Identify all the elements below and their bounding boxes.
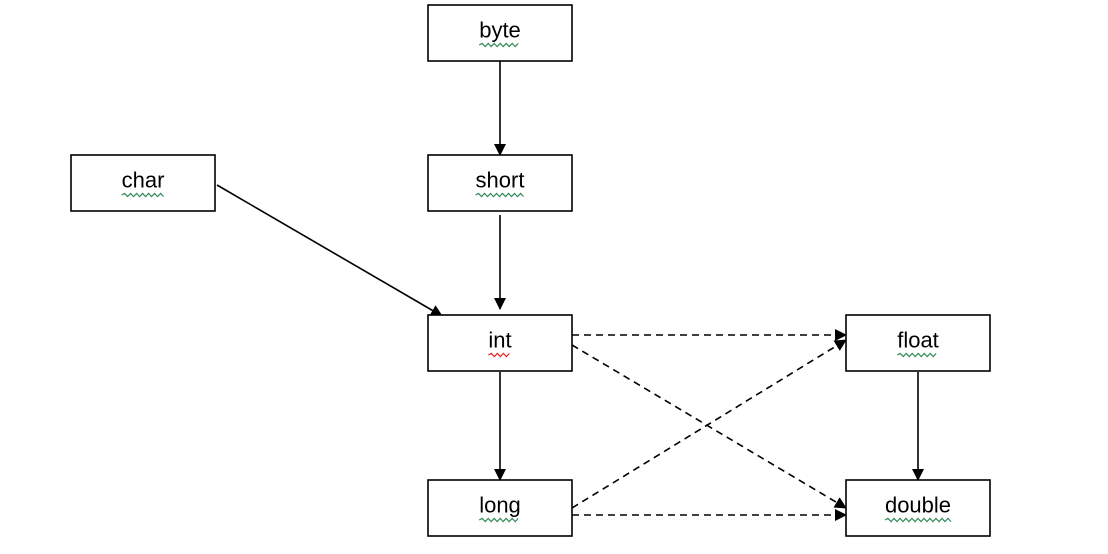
node-int: int	[427, 314, 573, 372]
edge-int-to-double	[571, 344, 847, 509]
node-short-label: short	[476, 168, 525, 193]
edge-long-to-float	[571, 339, 847, 509]
node-byte-label: byte	[479, 18, 521, 43]
node-float-spellcheck-underline	[896, 352, 937, 358]
edge-char-to-int	[216, 184, 443, 317]
node-int-spellcheck-underline	[488, 352, 510, 358]
node-char: char	[70, 154, 216, 212]
node-long: long	[427, 479, 573, 537]
node-char-box	[70, 154, 216, 212]
node-long-spellcheck-underline	[478, 517, 519, 523]
node-double-spellcheck-underline	[884, 517, 952, 523]
node-char-label: char	[122, 168, 165, 193]
node-long-box	[427, 479, 573, 537]
node-byte: byte	[427, 4, 573, 62]
node-int-box	[427, 314, 573, 372]
node-byte-box	[427, 4, 573, 62]
node-short-spellcheck-underline	[475, 192, 524, 198]
node-double-label: double	[885, 493, 951, 518]
node-float-label: float	[897, 328, 939, 353]
node-short: short	[427, 154, 573, 212]
node-byte-spellcheck-underline	[478, 42, 519, 48]
nodes-layer: byte short char int long float	[70, 4, 991, 537]
node-double: double	[845, 479, 991, 537]
node-int-label: int	[488, 328, 511, 353]
node-long-label: long	[479, 493, 521, 518]
edges-layer	[216, 61, 924, 521]
node-short-box	[427, 154, 573, 212]
node-char-spellcheck-underline	[121, 192, 165, 198]
node-float-box	[845, 314, 991, 372]
node-float: float	[845, 314, 991, 372]
node-double-box	[845, 479, 991, 537]
